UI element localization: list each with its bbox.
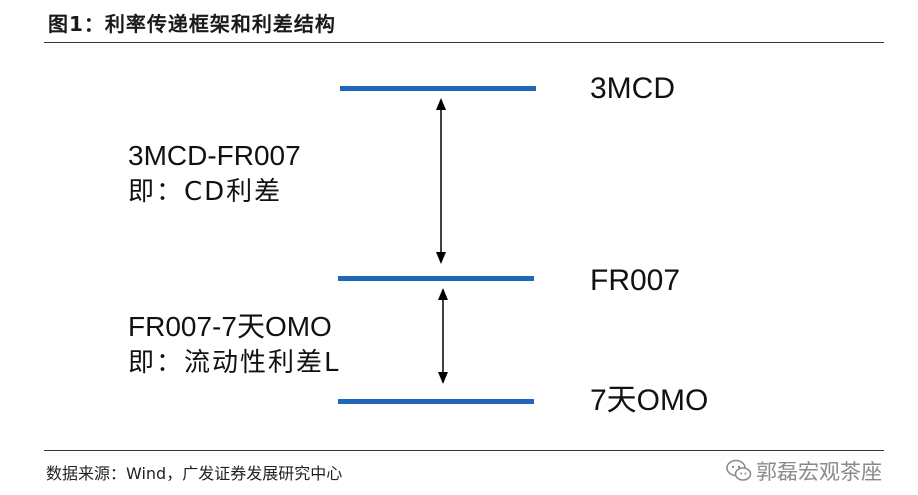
watermark-text: 郭磊宏观茶座 (756, 460, 882, 484)
level-label-fr007: FR007 (590, 264, 681, 297)
level-label-3mcd: 3MCD (590, 72, 676, 105)
liquidity-spread-name: FR007-7天OMO (128, 311, 332, 342)
liquidity-spread-arrow (438, 288, 448, 384)
bottom-rule (44, 450, 884, 451)
liquidity-spread-desc: 即：流动性利差L (128, 348, 341, 378)
level-line-7d-omo (338, 399, 534, 404)
top-rule (44, 42, 884, 43)
level-line-3mcd (340, 86, 536, 91)
figure-title: 图1：利率传递框架和利差结构 (48, 12, 336, 36)
level-label-7d-omo: 7天OMO (590, 384, 709, 417)
cd-spread-name: 3MCD-FR007 (128, 140, 301, 171)
watermark: 郭磊宏观茶座 (726, 456, 882, 486)
level-line-fr007 (338, 276, 534, 281)
cd-spread-label: 3MCD-FR007 即：CD利差 (128, 138, 301, 210)
wechat-icon (726, 459, 752, 481)
source-note: 数据来源：Wind，广发证券发展研究中心 (46, 464, 343, 483)
cd-spread-desc: 即：CD利差 (128, 177, 283, 207)
liquidity-spread-label: FR007-7天OMO 即：流动性利差L (128, 309, 341, 381)
cd-spread-arrow (436, 98, 446, 264)
